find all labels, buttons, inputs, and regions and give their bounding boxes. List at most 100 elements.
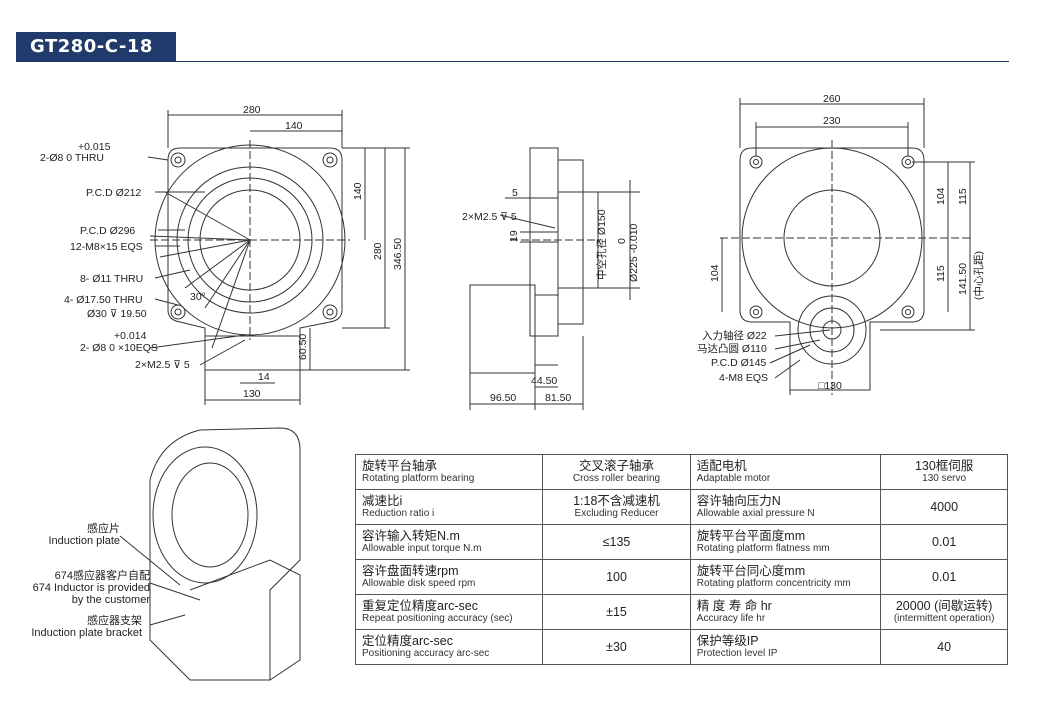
spec-l-val-zh: ±30 — [606, 640, 627, 654]
hole-11: 8- Ø11 THRU — [80, 273, 143, 285]
callout-induction-plate: 感应片 Induction plate — [30, 523, 120, 547]
spec-r-zh: 旋转平台同心度mm — [696, 564, 806, 578]
spec-cell: ±15 — [542, 594, 691, 630]
spec-r-en: Allowable axial pressure N — [696, 508, 815, 519]
spec-r-en: Protection level IP — [696, 648, 778, 659]
spec-r-val-zh: 4000 — [930, 500, 959, 514]
spec-l-zh: 旋转平台轴承 — [362, 459, 438, 473]
spec-r-val-zh: 130框伺服 — [914, 459, 974, 473]
callout-bracket-zh: 感应器支架 — [87, 615, 142, 627]
spec-l-val-zh: 1:18不含减速机 — [573, 494, 660, 508]
spec-cell: ≤135 — [542, 524, 691, 560]
side-dim-44-50: 44.50 — [531, 375, 557, 387]
rear-dim-260: 260 — [823, 93, 841, 105]
spec-r-val-en: (intermittent operation) — [893, 613, 995, 624]
spec-l-zh: 容许输入转矩N.m — [362, 529, 460, 543]
callout-inductor-zh: 674感应器客户自配 — [54, 570, 150, 582]
dim-280: 280 — [243, 104, 261, 116]
dim-v280: 280 — [372, 242, 384, 260]
tol-top: +0.015 — [78, 141, 111, 153]
rear-input-shaft: 入力轴径 Ø22 — [702, 329, 767, 342]
spec-l-en: Reduction ratio i — [362, 508, 435, 519]
side-dim-81-50: 81.50 — [545, 392, 571, 404]
callout-inductor-en2: by the customer — [71, 594, 150, 606]
rear-m8: 4-M8 EQS — [719, 372, 768, 384]
spec-l-zh: 减速比i — [362, 494, 403, 508]
spec-r-zh: 保护等级IP — [696, 634, 759, 648]
spec-cell: 100 — [542, 559, 691, 595]
spec-r-zh: 适配电机 — [696, 459, 747, 473]
spec-r-val-zh: 0.01 — [931, 535, 957, 549]
page-title: GT280-C-18 — [16, 32, 176, 62]
spec-l-val-en: Excluding Reducer — [574, 508, 659, 519]
spec-r-zh: 容许轴向压力N — [696, 494, 781, 508]
callout-plate-en: Induction plate — [48, 535, 120, 547]
rear-dim-104a: 104 — [935, 187, 947, 205]
rear-dim-104b: 104 — [709, 264, 721, 282]
spec-cell: 20000 (间歇运转)(intermittent operation) — [880, 594, 1008, 630]
dim-60-50: 60.50 — [297, 334, 309, 360]
pcd-212: P.C.D Ø212 — [86, 187, 141, 199]
spec-l-en: Allowable input torque N.m — [362, 543, 482, 554]
pcd-296: P.C.D Ø296 — [80, 225, 135, 237]
spec-l-zh: 容许盘面转速rpm — [362, 564, 459, 578]
spec-l-en: Allowable disk speed rpm — [362, 578, 476, 589]
spec-l-val-zh: ±15 — [606, 605, 627, 619]
spec-cell: 4000 — [880, 489, 1008, 525]
spec-r-val-en: 130 servo — [922, 473, 967, 484]
rear-view-outline — [720, 98, 975, 395]
spec-r-en: Adaptable motor — [696, 473, 771, 484]
front-view-outline — [147, 110, 410, 405]
callout-inductor: 674感应器客户自配 674 Inductor is provided by t… — [8, 570, 150, 606]
m8-eqs: 12-M8×15 EQS — [70, 241, 143, 253]
rear-dim-115b: 115 — [935, 265, 947, 282]
spec-r-en: Rotating platform flatness mm — [696, 543, 830, 554]
spec-cell: 0.01 — [880, 524, 1008, 560]
dim-140: 140 — [285, 120, 303, 132]
spec-l-val-zh: 交叉滚子轴承 — [578, 459, 654, 473]
spec-cell: ±30 — [542, 629, 691, 665]
spec-l-zh: 重复定位精度arc-sec — [362, 599, 478, 613]
dim-v140: 140 — [352, 182, 364, 200]
spec-l-en: Positioning accuracy arc-sec — [362, 648, 490, 659]
spec-r-en: Accuracy life hr — [696, 613, 766, 624]
side-m25: 2×M2.5 ⊽ 5 — [462, 211, 517, 223]
rear-dim-230: 230 — [823, 115, 841, 127]
dim-130: 130 — [243, 388, 261, 400]
side-tol: 0 — [616, 238, 628, 244]
rear-sq-130: □130 — [818, 380, 842, 392]
spec-l-val-zh: ≤135 — [602, 535, 631, 549]
tol-bot: +0.014 — [114, 330, 147, 342]
spec-l-val-en: Cross roller bearing — [572, 473, 661, 484]
callout-inductor-en1: 674 Inductor is provided — [32, 582, 150, 594]
spec-r-zh: 旋转平台平面度mm — [696, 529, 806, 543]
rear-center-dist: (中心孔距) — [972, 251, 985, 300]
side-hollow: 中空孔径 Ø150 — [595, 209, 608, 280]
spec-r-val-zh: 0.01 — [931, 570, 957, 584]
side-dim-5: 5 — [512, 187, 518, 199]
angle-30: 30° — [190, 291, 206, 303]
m25-front: 2×M2.5 ⊽ 5 — [135, 359, 190, 371]
spec-cell: 0.01 — [880, 559, 1008, 595]
side-tol2: Ø225 -0.010 — [628, 223, 640, 282]
title-underline — [176, 61, 1009, 62]
callout-bracket-en: Induction plate bracket — [31, 627, 142, 639]
spec-cell: 40 — [880, 629, 1008, 665]
